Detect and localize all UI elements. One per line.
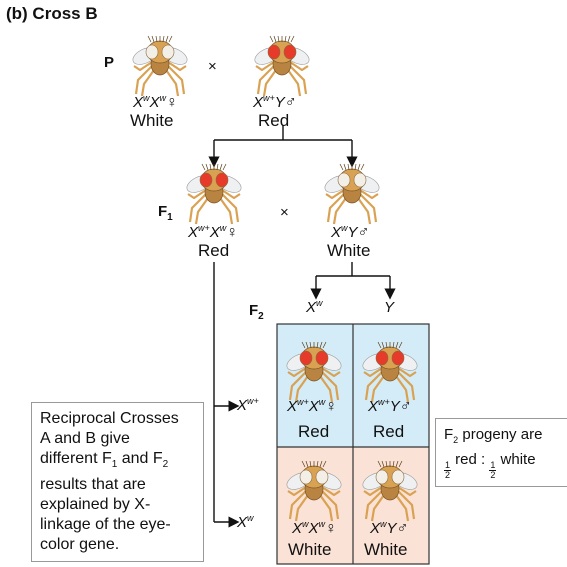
cross-symbol-p: × [208, 58, 217, 75]
p-female-phenotype: White [130, 111, 174, 130]
generation-p-label: P [104, 54, 115, 71]
cell-1-genotype: Xw+Xw♀ [287, 397, 338, 416]
cell-4-phenotype: White [364, 540, 408, 559]
fly-cell-4 [362, 460, 418, 522]
cell-2-genotype: Xw+Y♂ [368, 397, 412, 416]
figure-title: (b) Cross B [6, 4, 98, 23]
cell-bg-1 [277, 324, 353, 447]
generation-f2-label: F2 [249, 302, 264, 322]
fly-f1-male [324, 163, 380, 225]
fly-p-female [132, 35, 188, 97]
cell-3-genotype: XwXw♀ [292, 519, 338, 538]
fly-p-male [254, 35, 310, 97]
note-reciprocal-crosses: Reciprocal Crosses A and B give differen… [31, 402, 204, 563]
gamete-col1: Xw [306, 298, 323, 317]
f1-male-phenotype: White [327, 241, 371, 260]
cell-2-phenotype: Red [373, 422, 405, 441]
p-male-phenotype: Red [258, 111, 290, 130]
gamete-row1: Xw+ [237, 396, 259, 415]
gamete-row2: Xw [237, 513, 254, 532]
p-male-genotype: Xw+Y♂ [253, 93, 297, 112]
f1-male-genotype: XwY♂ [331, 223, 370, 242]
cell-4-genotype: XwY♂ [370, 519, 409, 538]
cell-bg-2 [353, 324, 429, 447]
fly-f1-female [186, 163, 242, 225]
gamete-col2: Y [384, 299, 395, 316]
cell-3-phenotype: White [288, 540, 332, 559]
f1-female-genotype: Xw+Xw♀ [188, 223, 239, 242]
fly-cell-2 [362, 341, 418, 403]
generation-f1-label: F1 [158, 203, 173, 223]
p-female-genotype: XwXw♀ [133, 93, 179, 112]
cross-symbol-f1: × [280, 204, 289, 221]
cell-1-phenotype: Red [298, 422, 330, 441]
f1-female-phenotype: Red [198, 241, 230, 260]
fly-cell-1 [286, 341, 342, 403]
fly-cell-3 [286, 460, 342, 522]
